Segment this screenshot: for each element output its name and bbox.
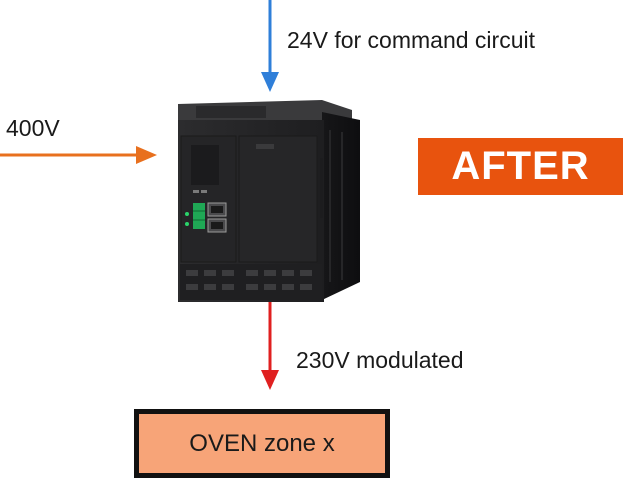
output-label: 230V modulated <box>296 347 464 373</box>
device-power-terminals <box>180 264 322 300</box>
device-terminal-connector <box>193 203 205 229</box>
oven-zone-box: OVEN zone x <box>134 409 390 478</box>
power-controller-device <box>178 100 360 302</box>
device-top-vent <box>196 106 266 118</box>
device-status-led <box>185 212 189 216</box>
after-badge: AFTER <box>418 138 623 195</box>
command-supply-arrow <box>261 0 279 92</box>
device-status-led <box>185 222 189 226</box>
device-display <box>191 145 219 185</box>
device-main-cover <box>238 135 318 263</box>
output-arrow <box>261 298 279 390</box>
command-supply-label: 24V for command circuit <box>287 27 535 53</box>
main-supply-arrow <box>0 146 157 164</box>
main-supply-label: 400V <box>6 115 60 141</box>
